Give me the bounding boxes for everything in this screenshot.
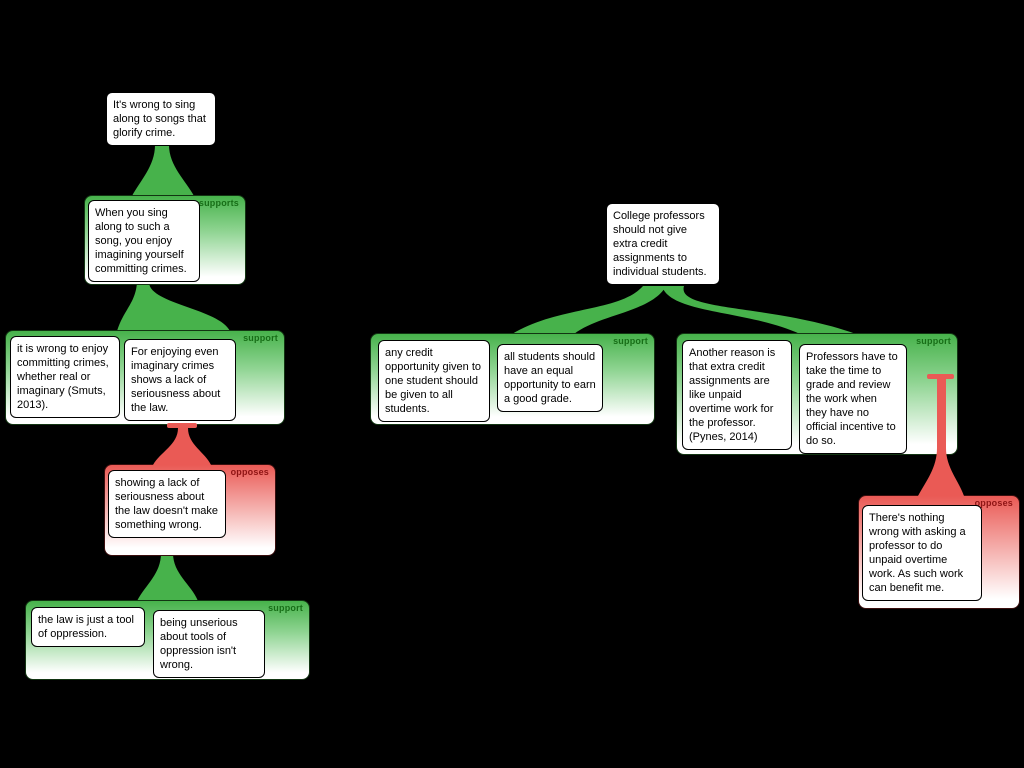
- support-group-label: support: [916, 336, 951, 346]
- support-group-label: support: [243, 333, 278, 343]
- oppose-edge-overtime: [918, 379, 964, 496]
- support-edge-professor-left: [512, 286, 666, 334]
- statement-text: being unserious about tools of oppressio…: [160, 617, 238, 671]
- support-edge-professor-right: [662, 286, 856, 334]
- statement-sing-enjoy[interactable]: When you sing along to such a song, you …: [88, 200, 200, 282]
- statement-text: all students should have an equal opport…: [504, 351, 596, 405]
- statement-sing-thesis[interactable]: It's wrong to sing along to songs that g…: [106, 92, 216, 146]
- oppose-group-label: opposes: [230, 467, 269, 477]
- statement-unserious-ok[interactable]: being unserious about tools of oppressio…: [153, 610, 265, 678]
- support-edge-sing-thesis: [132, 145, 194, 196]
- statement-text: Professors have to take the time to grad…: [806, 351, 898, 447]
- oppose-edge-seriousness: [153, 428, 211, 465]
- oppose-edge-anchor-seriousness: [167, 423, 197, 428]
- statement-text: the law is just a tool of oppression.: [38, 614, 134, 640]
- statement-overtime-objection[interactable]: There's nothing wrong with asking a prof…: [862, 505, 982, 601]
- oppose-edge-anchor-overtime: [927, 374, 954, 379]
- support-edge-sing-enjoy: [117, 283, 230, 331]
- support-edge-oppression: [137, 553, 198, 601]
- statement-wrong-enjoy[interactable]: it is wrong to enjoy committing crimes, …: [10, 336, 120, 418]
- statement-text: College professors should not give extra…: [613, 210, 707, 278]
- statement-text: It's wrong to sing along to songs that g…: [113, 99, 206, 139]
- statement-law-tool[interactable]: the law is just a tool of oppression.: [31, 607, 145, 647]
- statement-text: For enjoying even imaginary crimes shows…: [131, 346, 221, 414]
- statement-seriousness-objection[interactable]: showing a lack of seriousness about the …: [108, 470, 226, 538]
- statement-text: it is wrong to enjoy committing crimes, …: [17, 343, 109, 411]
- statement-text: When you sing along to such a song, you …: [95, 207, 187, 275]
- statement-lack-seriousness[interactable]: For enjoying even imaginary crimes shows…: [124, 339, 236, 421]
- statement-equal-credit[interactable]: any credit opportunity given to one stud…: [378, 340, 490, 422]
- statement-text: any credit opportunity given to one stud…: [385, 347, 482, 415]
- oppose-group-label: opposes: [974, 498, 1013, 508]
- statement-text: There's nothing wrong with asking a prof…: [869, 512, 966, 594]
- statement-equal-opportunity[interactable]: all students should have an equal opport…: [497, 344, 603, 412]
- statement-professor-thesis[interactable]: College professors should not give extra…: [606, 203, 720, 285]
- statement-unpaid-overtime[interactable]: Another reason is that extra credit assi…: [682, 340, 792, 450]
- support-group-label: supports: [198, 198, 239, 208]
- statement-grading-time[interactable]: Professors have to take the time to grad…: [799, 344, 907, 454]
- statement-text: Another reason is that extra credit assi…: [689, 347, 776, 443]
- statement-text: showing a lack of seriousness about the …: [115, 477, 218, 531]
- support-group-label: support: [613, 336, 648, 346]
- support-group-label: support: [268, 603, 303, 613]
